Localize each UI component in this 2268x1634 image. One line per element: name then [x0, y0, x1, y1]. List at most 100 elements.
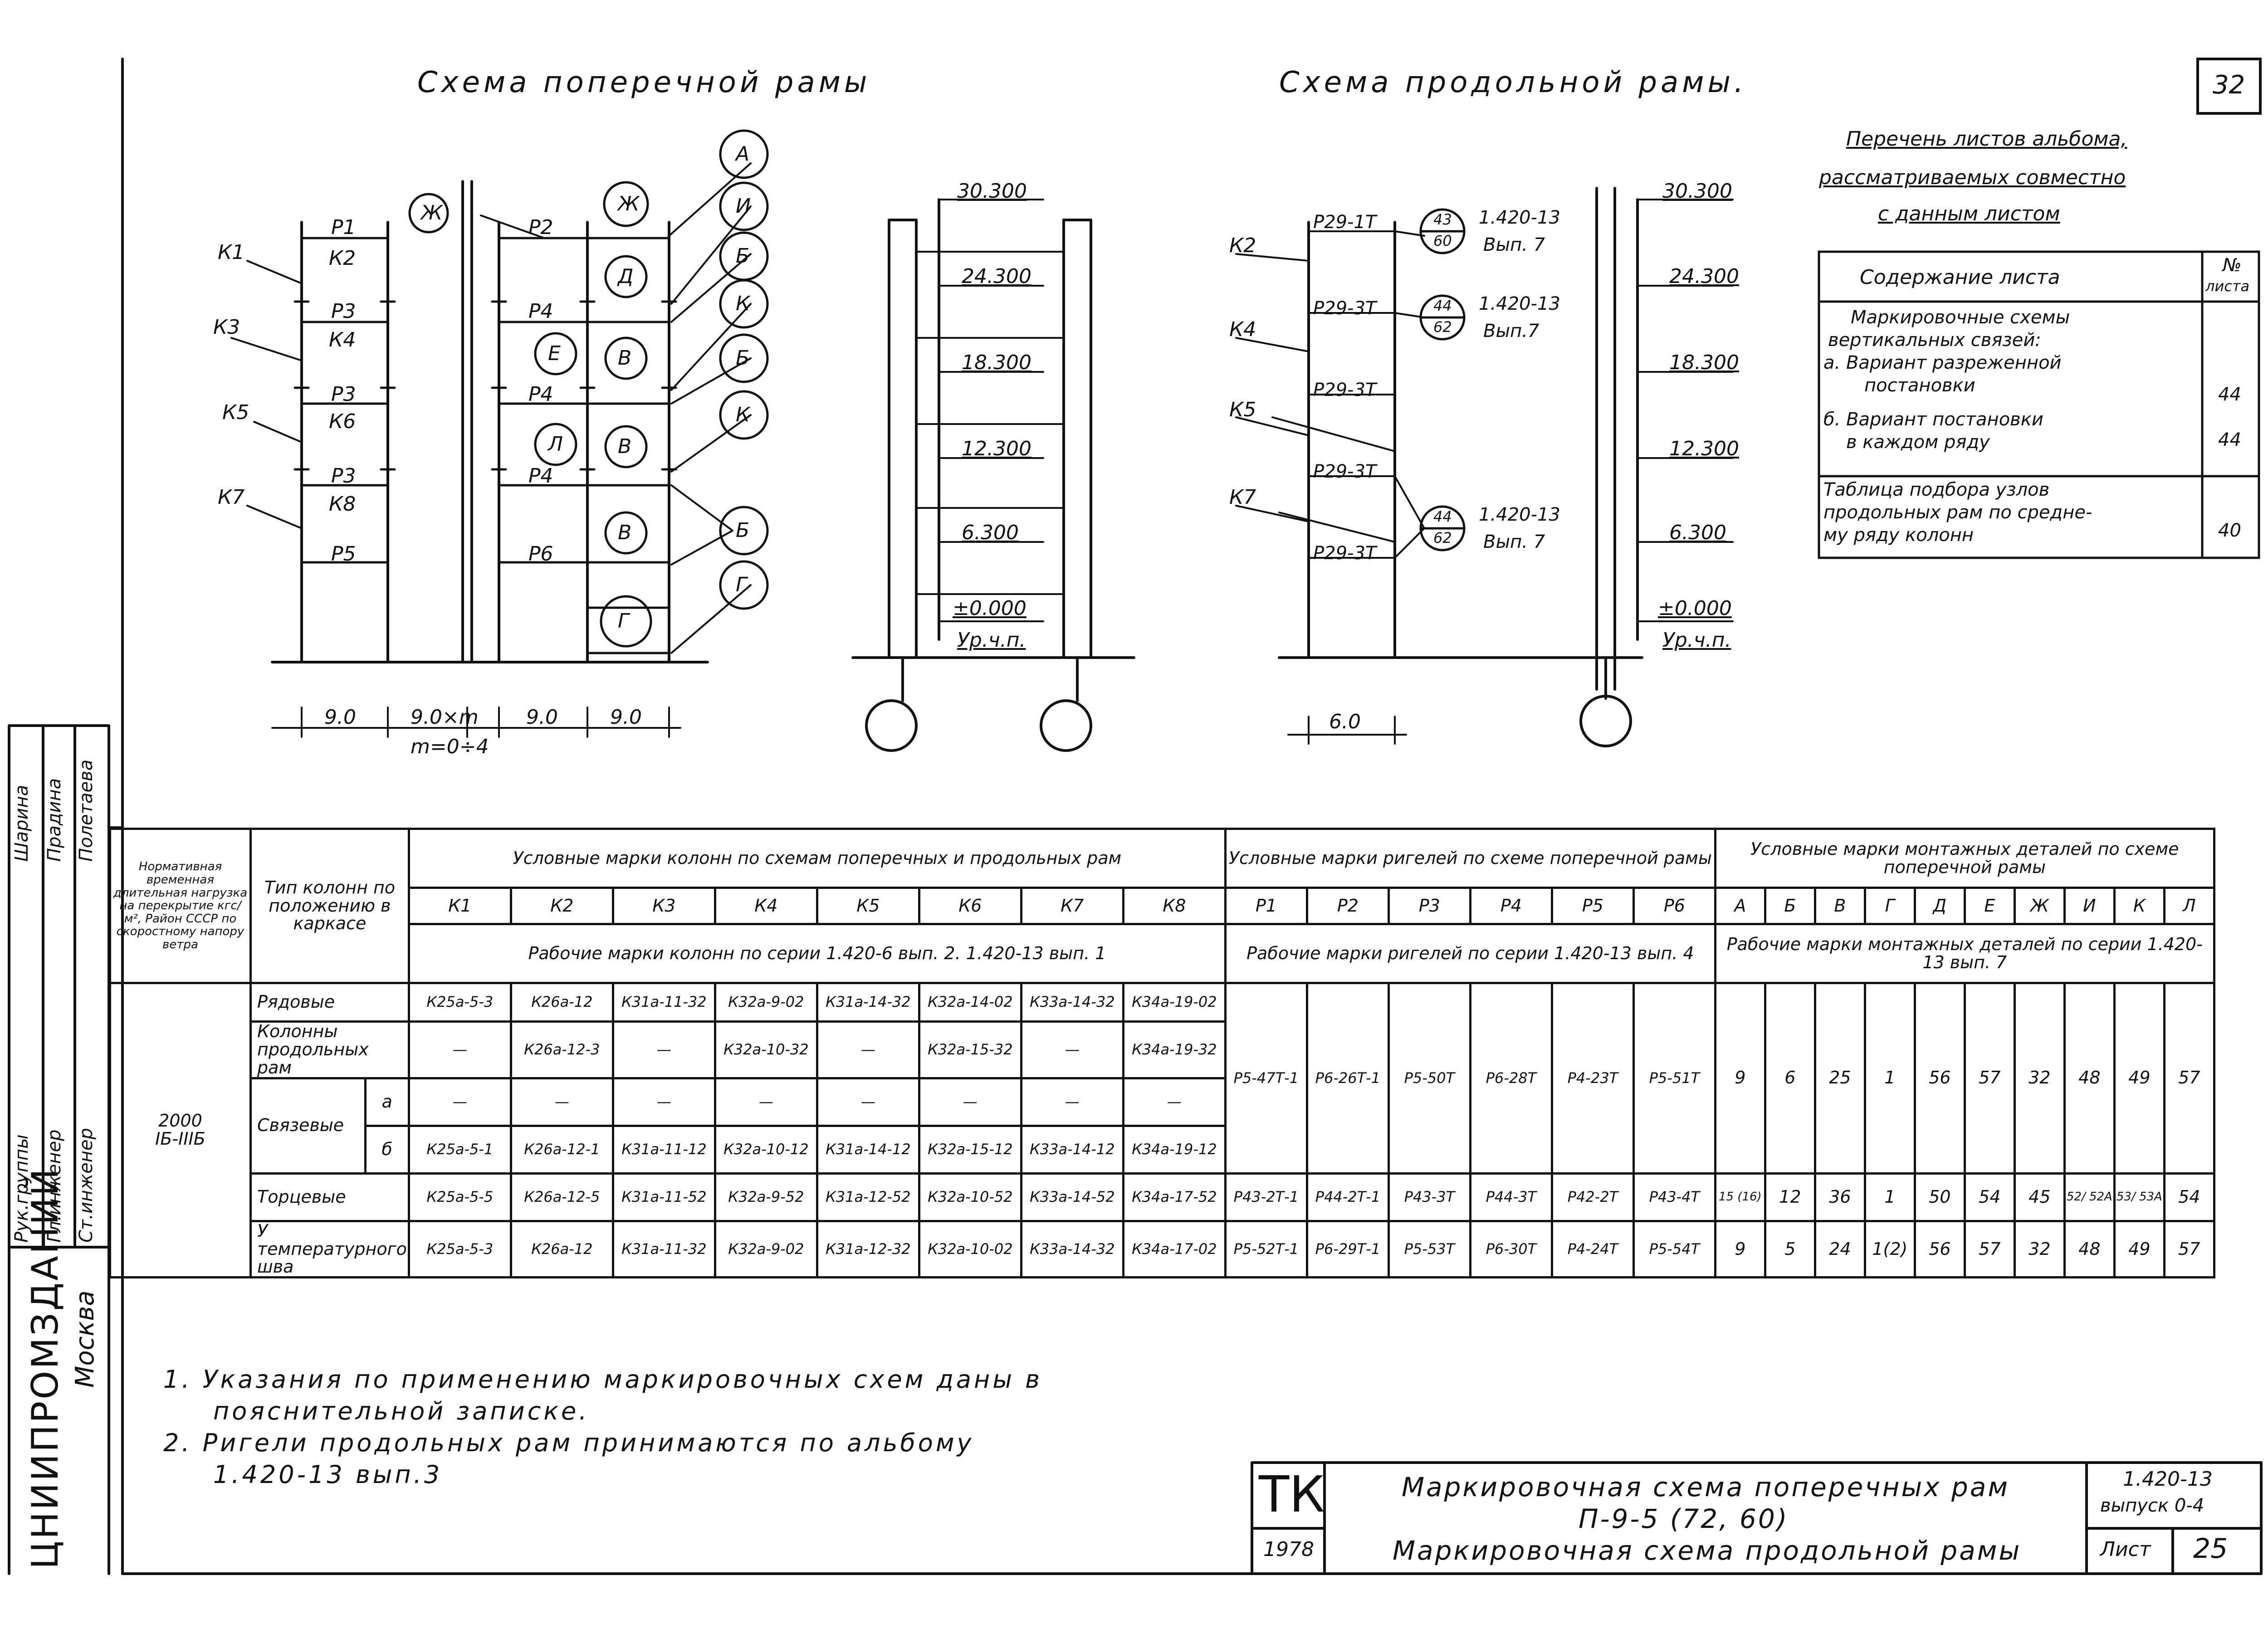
- cell: К33а-14-32: [1020, 1219, 1124, 1279]
- cell: —: [1020, 1020, 1124, 1079]
- label-k5: К5: [222, 401, 249, 424]
- col-k1: К1: [407, 887, 512, 925]
- cell: К31а-14-32: [816, 982, 920, 1023]
- cell: 32: [2013, 982, 2066, 1175]
- cell: К32а-10-52: [918, 1172, 1022, 1222]
- cell: 9: [1714, 982, 1766, 1175]
- cell: —: [407, 1020, 512, 1079]
- album-list-heading: Перечень листов альбома,: [1846, 127, 2127, 151]
- cell: Р4-23Т: [1550, 982, 1635, 1175]
- cell: —: [1122, 1077, 1227, 1127]
- level-mark: 30.300: [957, 180, 1027, 203]
- row-longitudinal: Колонны продольных рам: [249, 1020, 410, 1079]
- column-series-header: Рабочие марки колонн по серии 1.420-6 вы…: [407, 923, 1227, 984]
- cell: К34а-19-32: [1122, 1020, 1227, 1079]
- cell: К33а-14-52: [1020, 1172, 1124, 1222]
- cell: 54: [1963, 1172, 2016, 1222]
- node-mark: Г: [618, 610, 629, 633]
- cell: К26а-12-5: [509, 1172, 614, 1222]
- year: 1978: [1263, 1538, 1314, 1561]
- label-p3: Р3: [331, 300, 356, 323]
- callout-top: 44: [1433, 508, 1452, 525]
- cell: 9: [1714, 1219, 1766, 1279]
- node-mark: В: [618, 521, 632, 544]
- transverse-frame-title: Схема поперечной рамы: [417, 66, 871, 99]
- label-k6: К6: [329, 410, 356, 433]
- label-k1: К1: [218, 241, 245, 264]
- label-k7-long: К7: [1229, 486, 1256, 509]
- level-mark: 18.300: [962, 351, 1031, 374]
- cell: К31а-12-32: [816, 1219, 920, 1279]
- node-mark: И: [736, 195, 751, 218]
- cell: 56: [1913, 982, 1966, 1175]
- row-ordinary: Рядовые: [249, 982, 410, 1023]
- cell: К25а-5-1: [407, 1124, 512, 1175]
- series-number: 1.420-13: [2123, 1468, 2213, 1491]
- row-temp: У температурного шва: [249, 1219, 410, 1279]
- album-row-text: вертикальных связей:: [1828, 330, 2041, 351]
- col-zh: Ж: [2013, 887, 2066, 925]
- callout-bottom: 60: [1433, 232, 1452, 249]
- cell: Р6-29Т-1: [1305, 1219, 1390, 1279]
- cell: —: [1020, 1077, 1124, 1127]
- cell: 57: [2163, 1219, 2215, 1279]
- cell: 15 (16): [1714, 1172, 1766, 1222]
- album-col-content: Содержание листа: [1860, 266, 2060, 289]
- side-role: Гл.инженер: [44, 1129, 65, 1243]
- cell: 1: [1863, 982, 1916, 1175]
- detail-marks-header: Условные марки монтажных деталей по схем…: [1714, 828, 2215, 889]
- region-value: IБ-IIIБ: [155, 1129, 205, 1149]
- label-k4: К4: [329, 328, 356, 351]
- label-p3-b: Р3: [331, 383, 356, 406]
- col-g: Г: [1863, 887, 1916, 925]
- col-k4: К4: [714, 887, 818, 925]
- level-mark: 6.300: [962, 521, 1019, 544]
- cell: 50: [1913, 1172, 1966, 1222]
- col-k5: К5: [816, 887, 920, 925]
- sheet-number: 32: [2213, 70, 2245, 100]
- col-l: Л: [2163, 887, 2215, 925]
- col-k6: К6: [918, 887, 1022, 925]
- longitudinal-frame-title: Схема продольной рамы.: [1279, 66, 1747, 99]
- drawing-title-1: Маркировочная схема поперечных рам: [1402, 1472, 2010, 1502]
- node-mark: Б: [736, 519, 750, 542]
- col-p5: Р5: [1550, 887, 1635, 925]
- col-k7: К7: [1020, 887, 1124, 925]
- cell: К34а-17-02: [1122, 1219, 1227, 1279]
- col-p4: Р4: [1469, 887, 1553, 925]
- cell: К33а-14-32: [1020, 982, 1124, 1023]
- cell: К31а-11-52: [611, 1172, 716, 1222]
- label-k3: К3: [213, 316, 240, 339]
- cell: 57: [1963, 982, 2016, 1175]
- row-braced: Связевые: [249, 1077, 367, 1175]
- col-v: В: [1813, 887, 1866, 925]
- cell: Р5-53Т: [1387, 1219, 1471, 1279]
- cell: —: [816, 1077, 920, 1127]
- cell: —: [816, 1020, 920, 1079]
- album-row-text: в каждом ряду: [1846, 432, 1990, 453]
- level-mark: 24.300: [1669, 265, 1739, 288]
- col-p2: Р2: [1305, 887, 1390, 925]
- album-row-text: а. Вариант разреженной: [1823, 352, 2062, 373]
- label-k8: К8: [329, 493, 356, 516]
- dimension-span: 6.0: [1329, 710, 1361, 733]
- cell: Р5-47Т-1: [1224, 982, 1308, 1175]
- cell: К32а-15-12: [918, 1124, 1022, 1175]
- callout-top: 43: [1433, 211, 1452, 228]
- node-mark: А: [736, 142, 750, 166]
- node-mark: В: [618, 435, 632, 458]
- side-role: Рук.группы: [11, 1134, 32, 1243]
- level-mark: 12.300: [1669, 437, 1739, 460]
- beam-mark: Р29-3Т: [1313, 380, 1377, 400]
- series-issue: Вып. 7: [1483, 532, 1545, 552]
- cell: 32: [2013, 1219, 2066, 1279]
- label-p4-b: Р4: [528, 383, 553, 406]
- cell: Р42-2Т: [1550, 1172, 1635, 1222]
- side-name: Шарина: [11, 785, 32, 862]
- cell: —: [611, 1077, 716, 1127]
- node-mark: Л: [548, 433, 563, 456]
- level-mark: ±0.000: [953, 597, 1026, 620]
- label-p1: Р1: [331, 216, 356, 239]
- node-mark: Д: [618, 265, 634, 288]
- cell: 5: [1764, 1219, 1816, 1279]
